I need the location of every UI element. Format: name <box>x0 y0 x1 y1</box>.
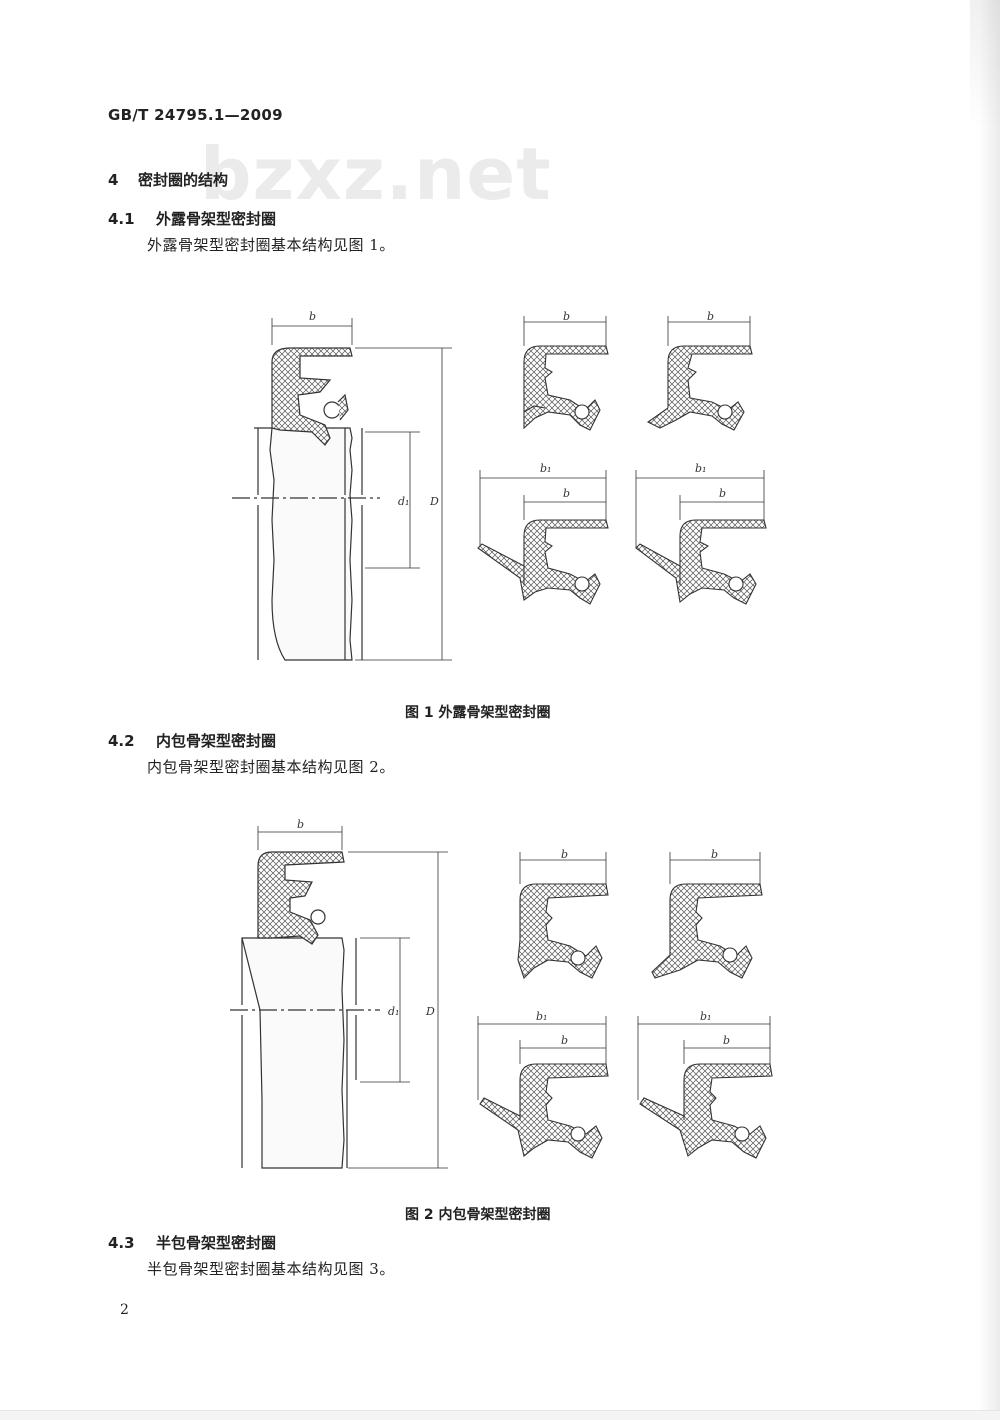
subsection-number: 4.2 <box>108 732 135 750</box>
subsection-4-2-text: 内包骨架型密封圈基本结构见图 2。 <box>147 758 395 776</box>
fig2-variant-a <box>517 852 609 980</box>
section-title: 密封圈的结构 <box>138 171 229 189</box>
figure-2-drawing: b d₁ D b b b₁ b <box>230 818 773 1169</box>
page-corner-shadow <box>970 0 1000 130</box>
dim-b: b <box>563 487 570 500</box>
fig2-variant-c <box>477 1016 609 1159</box>
dim-d1: d₁ <box>388 1005 399 1018</box>
section-number: 4 <box>108 171 119 189</box>
subsection-4-1-heading: 4.1 外露骨架型密封圈 <box>108 208 276 229</box>
dim-b: b <box>711 848 718 861</box>
watermark: bzxz.net <box>200 132 552 216</box>
fig1-variant-a <box>523 316 609 431</box>
page-edge-shadow <box>978 0 1000 1419</box>
figure-2-caption: 图 2 内包骨架型密封圈 <box>405 1207 551 1223</box>
subsection-4-2-heading: 4.2 内包骨架型密封圈 <box>108 730 276 751</box>
dim-b1: b₁ <box>700 1010 711 1023</box>
subsection-4-3-text: 半包骨架型密封圈基本结构见图 3。 <box>147 1260 395 1278</box>
dim-b: b <box>563 310 570 323</box>
dim-D: D <box>429 495 439 508</box>
dim-b: b <box>719 487 726 500</box>
subsection-title: 内包骨架型密封圈 <box>156 732 277 750</box>
dim-b1: b₁ <box>540 462 551 475</box>
subsection-number: 4.3 <box>108 1234 135 1252</box>
subsection-number: 4.1 <box>108 210 135 228</box>
page-bottom-edge <box>0 1410 1000 1420</box>
dim-b: b <box>309 310 316 323</box>
fig2-variant-d <box>637 1016 773 1159</box>
dim-b: b <box>561 1034 568 1047</box>
dim-b: b <box>561 848 568 861</box>
fig1-variant-b <box>646 316 753 431</box>
figure-1-caption: 图 1 外露骨架型密封圈 <box>405 705 551 721</box>
subsection-title: 外露骨架型密封圈 <box>156 210 277 228</box>
dim-b: b <box>707 310 714 323</box>
dim-d1: d₁ <box>398 495 409 508</box>
fig1-variant-d <box>635 470 767 605</box>
section-heading: 4 密封圈的结构 <box>108 169 228 190</box>
dim-b: b <box>297 818 304 831</box>
dim-b: b <box>723 1034 730 1047</box>
standard-number: GB/T 24795.1—2009 <box>108 106 283 124</box>
dim-b1: b₁ <box>536 1010 547 1023</box>
fig1-main-seal <box>232 318 452 661</box>
dim-b1: b₁ <box>695 462 706 475</box>
subsection-4-1-text: 外露骨架型密封圈基本结构见图 1。 <box>147 236 395 254</box>
subsection-title: 半包骨架型密封圈 <box>156 1234 277 1252</box>
figure-1-drawing: b d₁ D b b <box>232 310 767 661</box>
dim-D: D <box>425 1005 435 1018</box>
fig1-variant-c <box>477 470 609 605</box>
subsection-4-3-heading: 4.3 半包骨架型密封圈 <box>108 1232 276 1253</box>
fig2-variant-b <box>651 852 763 979</box>
fig2-main-seal <box>230 826 448 1169</box>
page-number: 2 <box>120 1302 129 1318</box>
